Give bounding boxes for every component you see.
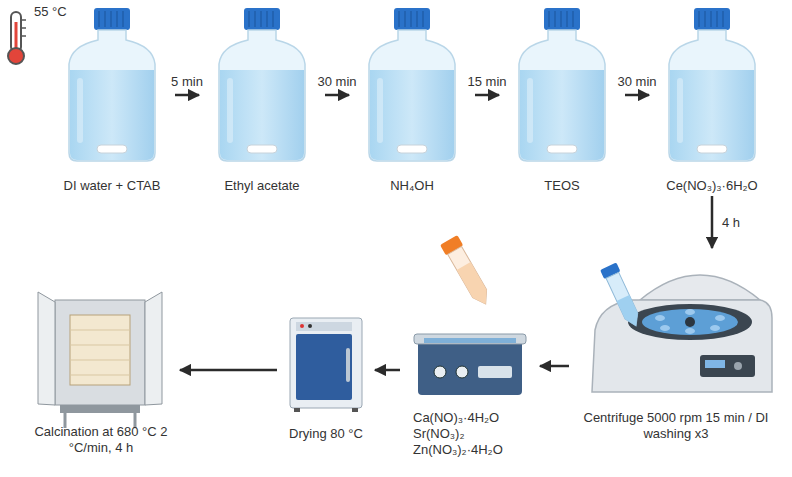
thermometer-part: [15, 22, 18, 50]
ultrasonic-bath-part: [434, 366, 446, 378]
centrifuge-part: [600, 262, 644, 329]
drying-oven-part: [300, 324, 304, 328]
centrifuge-part-part: [715, 315, 725, 321]
ultrasonic-bath-part: [440, 235, 494, 309]
time-label: 15 min: [465, 74, 508, 89]
muffle-furnace-part: [70, 330, 130, 375]
ultrasonic-bath-part-part: [448, 246, 493, 308]
thermometer-part: [8, 48, 24, 64]
bottles-part: [519, 8, 605, 161]
centrifuge-part: [640, 275, 760, 300]
centrifuge-part: [592, 300, 772, 392]
drying-oven: [290, 318, 362, 412]
muffle-furnace-part-part: [70, 375, 130, 376]
thermometer-part: [22, 19, 26, 21]
centrifuge-part-part: [617, 295, 643, 329]
step-caption: Ca(NO)₃·4H₂O Sr(NO₃)₂ Zn(NO₃)₂·4H₂O: [413, 410, 531, 458]
time-label: 30 min: [315, 74, 358, 89]
muffle-furnace-part-part: [70, 345, 130, 346]
thermometer: [8, 12, 26, 64]
muffle-furnace-part: [60, 405, 140, 413]
bottles-part: [669, 8, 755, 161]
step-caption: Ce(NO₃)₃·6H₂O: [666, 178, 757, 194]
muffle-furnace: [38, 292, 162, 428]
centrifuge-step: Centrifuge 5000 rpm 15 min / DI washing …: [572, 246, 780, 442]
process-arrow: [180, 369, 277, 372]
step-caption: NH₄OH: [390, 178, 434, 194]
muffle-furnace-part: [55, 300, 145, 405]
drying-oven-part: [296, 322, 352, 331]
bottles-part: [219, 8, 305, 161]
calcination-step: Calcination at 680 °C 2 °C/min, 4 h: [25, 286, 177, 456]
drying-oven-part: [296, 334, 352, 400]
centrifuge-part-part: [710, 325, 720, 331]
process-arrow: [540, 365, 569, 368]
sonication-step: Ca(NO)₃·4H₂O Sr(NO₃)₂ Zn(NO₃)₂·4H₂O: [403, 240, 537, 458]
thermometer-part: [11, 12, 21, 52]
process-arrow: [475, 94, 499, 97]
ultrasonic-bath-part: [478, 366, 512, 378]
ultrasonic-bath-part: [456, 366, 468, 378]
bottle-step: TEOS: [502, 4, 622, 194]
thermometer-part: [22, 27, 26, 29]
step-caption: Ethyl acetate: [224, 178, 299, 194]
centrifuge: [592, 262, 772, 392]
centrifuge-part: [700, 355, 755, 377]
ultrasonic-bath-part: [418, 340, 522, 395]
temperature-label: 55 °C: [32, 4, 69, 19]
drying-oven-part: [290, 318, 362, 408]
centrifuge-part: [628, 304, 752, 340]
process-arrow: [625, 94, 649, 97]
ultrasonic-bath-part: [414, 334, 526, 344]
bottle-step: NH₄OH: [352, 4, 472, 194]
process-arrow: [175, 94, 199, 97]
bottle-step: Ce(NO₃)₃·6H₂O: [652, 4, 772, 194]
drying-oven-part: [294, 408, 300, 412]
centrifuge-part: [655, 309, 725, 334]
bottle-step: Ethyl acetate: [202, 4, 322, 194]
centrifuge-part: [642, 309, 738, 335]
bottles-part: [369, 8, 455, 161]
muffle-furnace-part-part: [70, 360, 130, 361]
centrifuge-part-part: [685, 328, 695, 334]
drying-step: Drying 80 °C: [280, 314, 372, 442]
drying-oven-part: [352, 408, 358, 412]
process-arrow: [325, 94, 349, 97]
ultrasonic-bath: [414, 235, 526, 395]
time-label: 5 min: [169, 74, 205, 89]
muffle-furnace-part: [145, 292, 162, 405]
drying-oven-part: [346, 348, 350, 382]
muffle-furnace-part: [38, 292, 55, 405]
step-caption: Drying 80 °C: [289, 426, 363, 442]
muffle-furnace-part: [70, 315, 130, 385]
time-label: 4 h: [720, 215, 742, 230]
step-caption: Calcination at 680 °C 2 °C/min, 4 h: [28, 424, 174, 456]
ultrasonic-bath-part-part: [457, 262, 493, 308]
centrifuge-part-part: [660, 325, 670, 331]
centrifuge-part: [705, 360, 725, 368]
drying-oven-part: [308, 324, 312, 328]
centrifuge-part-part: [655, 315, 665, 321]
bottle-step: DI water + CTAB: [52, 4, 172, 194]
thermometer-part: [22, 35, 26, 37]
step-caption: TEOS: [544, 178, 579, 194]
muffle-furnace-part-part: [70, 330, 130, 331]
centrifuge-part: [734, 362, 742, 370]
bottles: [69, 8, 755, 161]
centrifuge-part-part: [606, 272, 642, 329]
centrifuge-part: [685, 317, 695, 327]
bottles-part: [69, 8, 155, 161]
process-arrow: [711, 196, 714, 248]
time-label: 30 min: [615, 74, 658, 89]
step-caption: Centrifuge 5000 rpm 15 min / DI washing …: [583, 410, 769, 442]
process-arrow: [375, 369, 400, 372]
step-caption: DI water + CTAB: [64, 178, 161, 194]
centrifuge-part-part: [685, 309, 695, 315]
ultrasonic-bath-part: [424, 338, 516, 343]
